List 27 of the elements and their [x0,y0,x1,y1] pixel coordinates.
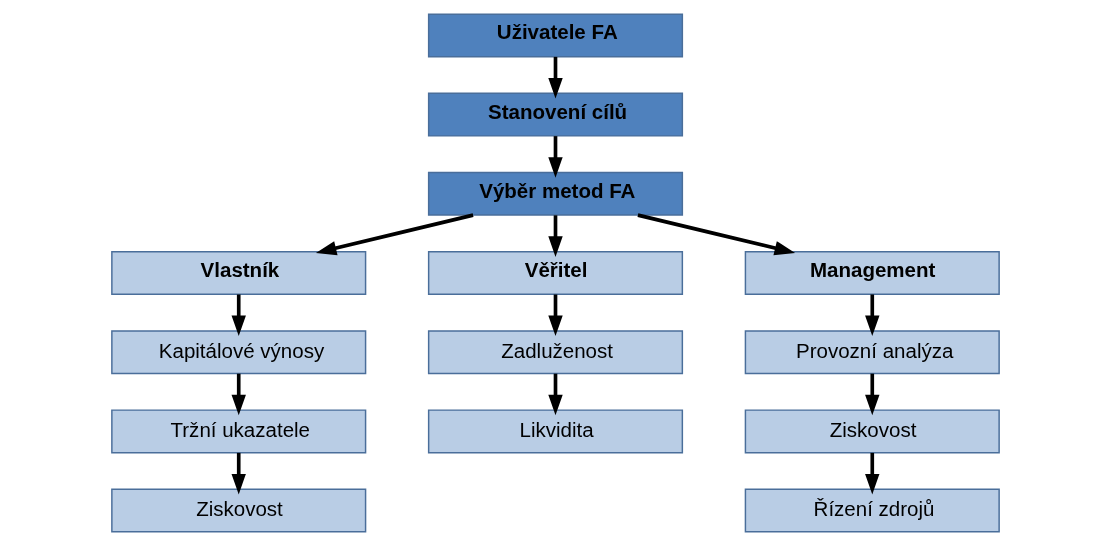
arrow [547,294,563,337]
node-box: Řízení zdrojů [744,488,1000,533]
arrow [547,373,563,416]
arrow [636,213,795,256]
arrow [231,452,246,495]
arrow [231,373,246,416]
arrow [864,373,879,416]
node-box: Vlastník [110,251,366,295]
arrow [231,294,246,337]
node-box: Uživatele FA [427,13,683,58]
node-box: Provozní analýza [744,330,1000,375]
arrow [547,215,563,257]
arrow [547,56,563,99]
node-box: Tržní ukazatele [110,409,366,454]
node-box: Management [744,251,1000,295]
node-box: Ziskovost [744,409,1000,454]
arrow [547,136,563,178]
node-box: Věřitel [427,251,683,295]
arrow [864,294,879,337]
node-box: Kapitálové výnosy [110,330,366,375]
node-box: Výběr metod FA [427,171,683,216]
node-box: Likvidita [427,409,683,454]
arrow [864,452,879,495]
node-box: Stanovení cílů [427,92,683,137]
node-box: Ziskovost [110,488,366,533]
arrow [315,213,474,256]
node-box: Zadluženost [427,330,683,375]
